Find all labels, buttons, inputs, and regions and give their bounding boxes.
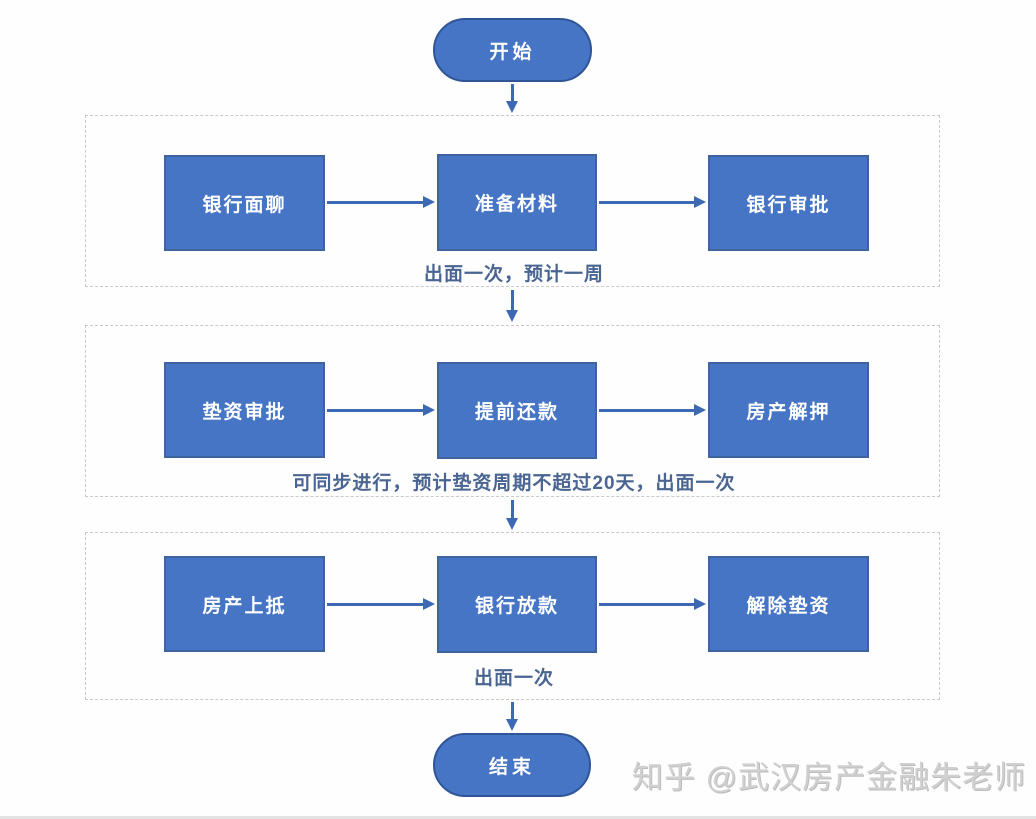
arrow-down-icon [506,500,518,530]
node-label: 房产解押 [746,401,831,423]
arrow-right-icon [327,196,435,208]
node-bank-interview: 银行面聊 [164,155,325,251]
node-prepare-materials: 准备材料 [437,154,597,251]
node-bank-approval: 银行审批 [708,155,869,251]
node-release-advance-funds: 解除垫资 [708,556,869,652]
bottom-edge-divider [0,816,1036,819]
node-label: 垫资审批 [202,401,287,423]
phase1-caption: 出面一次，预计一周 [423,264,604,285]
phase3-caption: 出面一次 [473,668,554,689]
phase2-group-frame [85,325,940,497]
phase2-caption: 可同步进行，预计垫资周期不超过20天，出面一次 [292,473,736,494]
arrow-down-icon [506,290,518,322]
phase1-group-frame [85,115,940,287]
node-bank-disbursement: 银行放款 [437,556,597,653]
arrow-down-icon [506,702,518,731]
node-label: 银行放款 [474,596,559,617]
start-node-label: 开始 [489,41,536,63]
arrow-right-icon [327,404,435,416]
node-label: 银行面聊 [202,194,287,216]
node-label: 提前还款 [474,402,559,423]
node-property-remortgage: 房产上抵 [164,556,325,652]
node-label: 银行审批 [746,194,831,216]
start-node: 开始 [433,18,592,82]
node-label: 房产上抵 [202,595,287,617]
node-label: 解除垫资 [746,595,831,617]
arrow-down-icon [506,84,518,113]
arrow-right-icon [599,196,706,208]
phase3-group-frame [85,532,940,700]
arrow-right-icon [599,404,706,416]
node-early-repayment: 提前还款 [437,362,597,459]
arrow-right-icon [327,598,435,610]
node-advance-funds-approval: 垫资审批 [164,362,325,458]
end-node: 结束 [433,733,591,797]
node-property-mortgage-release: 房产解押 [708,362,869,458]
end-node-label: 结束 [488,756,535,778]
zhihu-watermark: 知乎 @武汉房产金融朱老师 [632,760,1027,795]
node-label: 准备材料 [474,194,559,215]
arrow-right-icon [599,598,706,610]
